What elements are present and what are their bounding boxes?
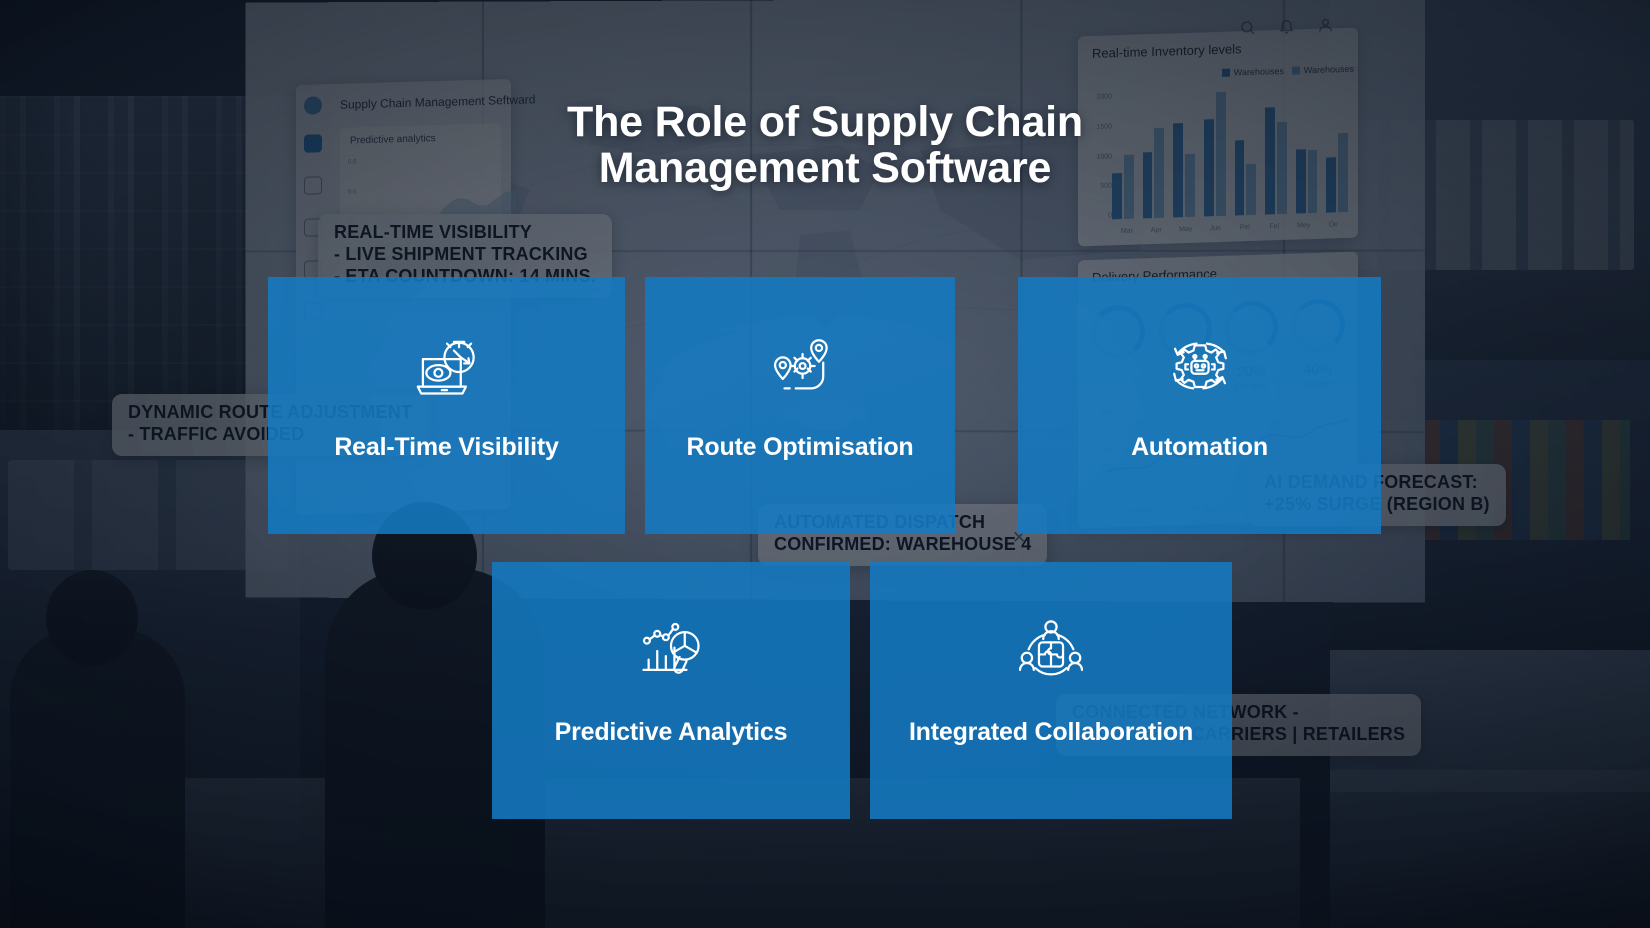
map-pin-gear-route-icon [757,323,843,409]
headline-line-1: The Role of Supply Chain [567,98,1083,146]
feature-card-real-time-visibility[interactable]: Real-Time Visibility [268,277,625,534]
robot-gear-cycle-icon [1157,323,1243,409]
feature-card-label: Real-Time Visibility [334,433,559,461]
people-puzzle-icon [1008,608,1094,694]
page-title: The Role of Supply Chain Management Soft… [0,98,1650,192]
feature-card-label: Automation [1131,433,1268,461]
feature-card-label: Predictive Analytics [554,718,788,746]
feature-card-route-optimisation[interactable]: Route Optimisation [645,277,955,534]
feature-card-label: Route Optimisation [686,433,914,461]
headline-line-2: Management Software [598,143,1052,192]
feature-card-predictive-analytics[interactable]: Predictive Analytics [492,562,850,819]
feature-card-automation[interactable]: Automation [1018,277,1381,534]
feature-card-integrated-collaboration[interactable]: Integrated Collaboration [870,562,1232,819]
feature-card-label: Integrated Collaboration [908,718,1194,746]
bar-chart-magnifier-icon [628,608,714,694]
laptop-eye-stopwatch-icon [404,323,490,409]
